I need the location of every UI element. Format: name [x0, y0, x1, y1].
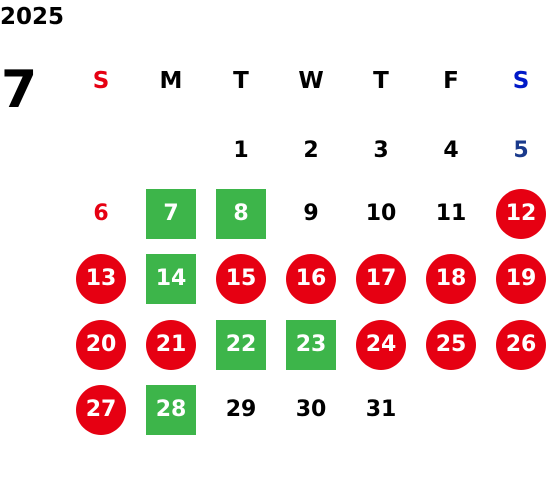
- weekday-label: S: [512, 68, 530, 94]
- calendar-day[interactable]: 22: [216, 320, 266, 370]
- calendar-day[interactable]: 2: [303, 138, 319, 163]
- calendar-day[interactable]: 24: [356, 320, 406, 370]
- calendar-day[interactable]: 3: [373, 138, 389, 163]
- calendar-day[interactable]: 15: [216, 254, 266, 304]
- calendar-day[interactable]: 31: [365, 397, 397, 422]
- calendar-day[interactable]: 12: [496, 189, 546, 239]
- calendar-day[interactable]: 9: [303, 201, 319, 226]
- calendar-day[interactable]: 1: [233, 138, 249, 163]
- calendar-day[interactable]: 19: [496, 254, 546, 304]
- calendar-day[interactable]: 13: [76, 254, 126, 304]
- calendar-year: 2025: [0, 4, 65, 30]
- weekday-label: M: [159, 68, 183, 94]
- calendar-day[interactable]: 7: [146, 189, 196, 239]
- calendar-month: 7: [1, 60, 38, 120]
- calendar-day[interactable]: 18: [426, 254, 476, 304]
- calendar-day[interactable]: 17: [356, 254, 406, 304]
- calendar-day[interactable]: 16: [286, 254, 336, 304]
- calendar-day[interactable]: 21: [146, 320, 196, 370]
- calendar-day[interactable]: 6: [93, 201, 109, 226]
- weekday-label: W: [298, 68, 324, 94]
- calendar-day[interactable]: 28: [146, 385, 196, 435]
- calendar-day[interactable]: 29: [225, 397, 257, 422]
- weekday-label: F: [443, 68, 459, 94]
- weekday-label: T: [233, 68, 249, 94]
- calendar-day[interactable]: 30: [295, 397, 327, 422]
- calendar-day[interactable]: 27: [76, 385, 126, 435]
- calendar-day[interactable]: 26: [496, 320, 546, 370]
- calendar-day[interactable]: 25: [426, 320, 476, 370]
- weekday-label: S: [92, 68, 110, 94]
- calendar-day[interactable]: 5: [513, 138, 529, 163]
- weekday-label: T: [373, 68, 389, 94]
- calendar-day[interactable]: 11: [435, 201, 467, 226]
- calendar-day[interactable]: 8: [216, 189, 266, 239]
- calendar-day[interactable]: 23: [286, 320, 336, 370]
- calendar-day[interactable]: 20: [76, 320, 126, 370]
- calendar-day[interactable]: 10: [365, 201, 397, 226]
- calendar-day[interactable]: 14: [146, 254, 196, 304]
- calendar-day[interactable]: 4: [443, 138, 459, 163]
